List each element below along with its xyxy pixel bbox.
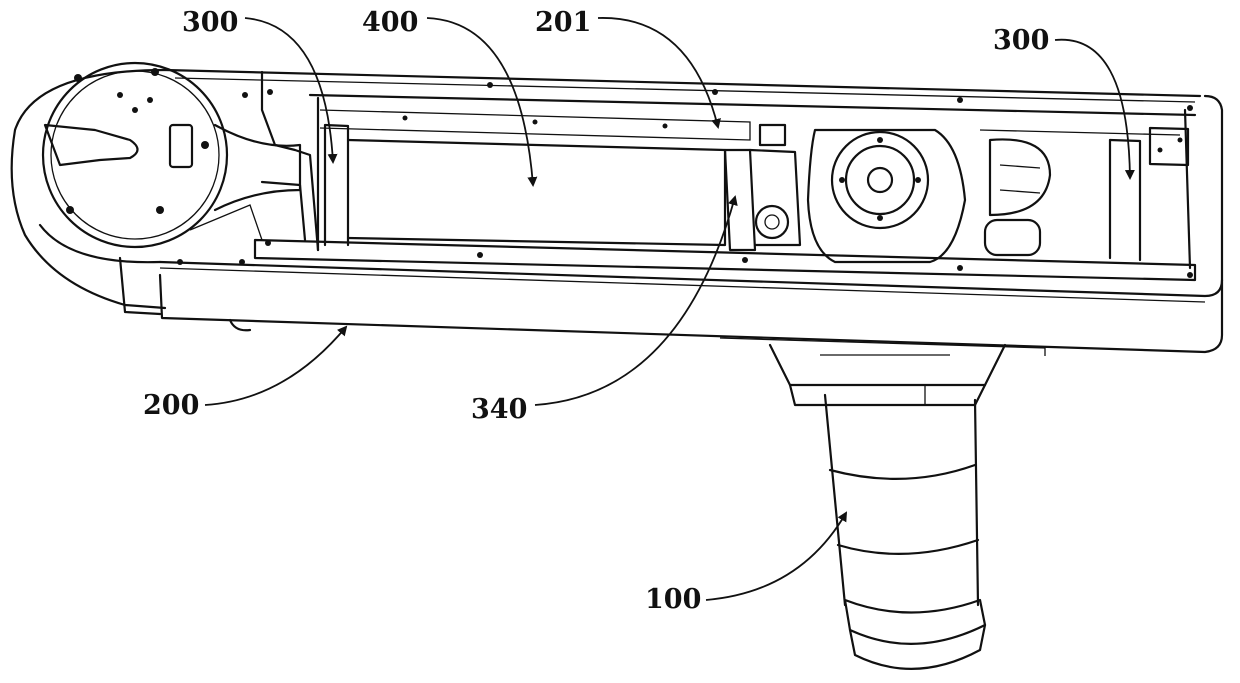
label-400: 400 <box>362 7 418 38</box>
column-100 <box>770 345 1005 669</box>
label-100: 100 <box>645 584 701 615</box>
reference-labels: 300 400 201 300 200 340 100 <box>143 7 1049 615</box>
leader-lines <box>205 18 1130 600</box>
label-201: 201 <box>535 7 591 38</box>
label-200: 200 <box>143 390 199 421</box>
drive-340 <box>725 125 1050 262</box>
arm-body-200 <box>12 70 1222 356</box>
fasteners <box>66 68 1193 278</box>
label-300-left: 300 <box>182 7 238 38</box>
label-340: 340 <box>471 394 527 425</box>
label-300-right: 300 <box>993 25 1049 56</box>
compartment-400 <box>348 140 725 245</box>
